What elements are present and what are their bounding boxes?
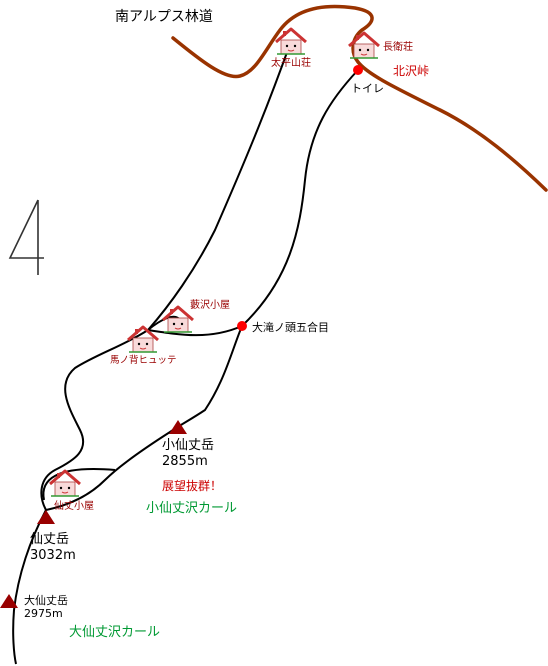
section-number-text: 4 — [6, 200, 7, 201]
trail-main — [147, 69, 359, 337]
kosenjo-cirque: 小仙丈沢カール — [146, 501, 238, 516]
osenjo-cirque: 大仙丈沢カール — [69, 625, 161, 640]
hut-label-choei: 長衛荘 — [383, 42, 413, 53]
road-label: 南アルプス林道 — [115, 9, 213, 25]
trail-branch — [42, 468, 116, 501]
trail-main — [40, 329, 149, 511]
hut-label-senjo: 仙丈小屋 — [54, 501, 94, 512]
osenjo-peak-icon — [0, 594, 18, 608]
section-number-mark — [8, 199, 44, 275]
osenjo-elevation: 2975m — [24, 607, 63, 620]
kosenjo-note: 展望抜群！ — [162, 479, 223, 493]
forest-road — [171, 4, 548, 192]
trail-main — [147, 43, 291, 331]
kosenjo-peak-icon — [169, 420, 187, 434]
hut-label-yabusawa: 藪沢小屋 — [190, 300, 230, 311]
hut-icon — [161, 305, 195, 334]
senjo-peak-icon — [37, 510, 55, 524]
toilet-label: トイレ — [351, 82, 384, 95]
hut-icon — [274, 27, 308, 56]
toilet-point-icon — [353, 65, 363, 75]
kosenjo-name: 小仙丈岳 — [162, 438, 215, 453]
hut-label-taihei: 太平山荘 — [271, 58, 311, 69]
kitazawa-pass-label: 北沢峠 — [393, 64, 430, 78]
hut-label-umanose: 馬ノ背ヒュッテ — [110, 355, 177, 366]
hut-icon — [48, 469, 82, 498]
senjo-name: 仙丈岳 — [30, 532, 70, 547]
trail-main — [45, 325, 243, 511]
otaki-label: 大滝ノ頭五合目 — [252, 321, 329, 334]
otaki-point-icon — [237, 321, 247, 331]
osenjo-name: 大仙丈岳 — [24, 594, 68, 607]
senjo-elevation: 3032m — [30, 548, 76, 563]
kosenjo-elevation: 2855m — [162, 454, 208, 469]
